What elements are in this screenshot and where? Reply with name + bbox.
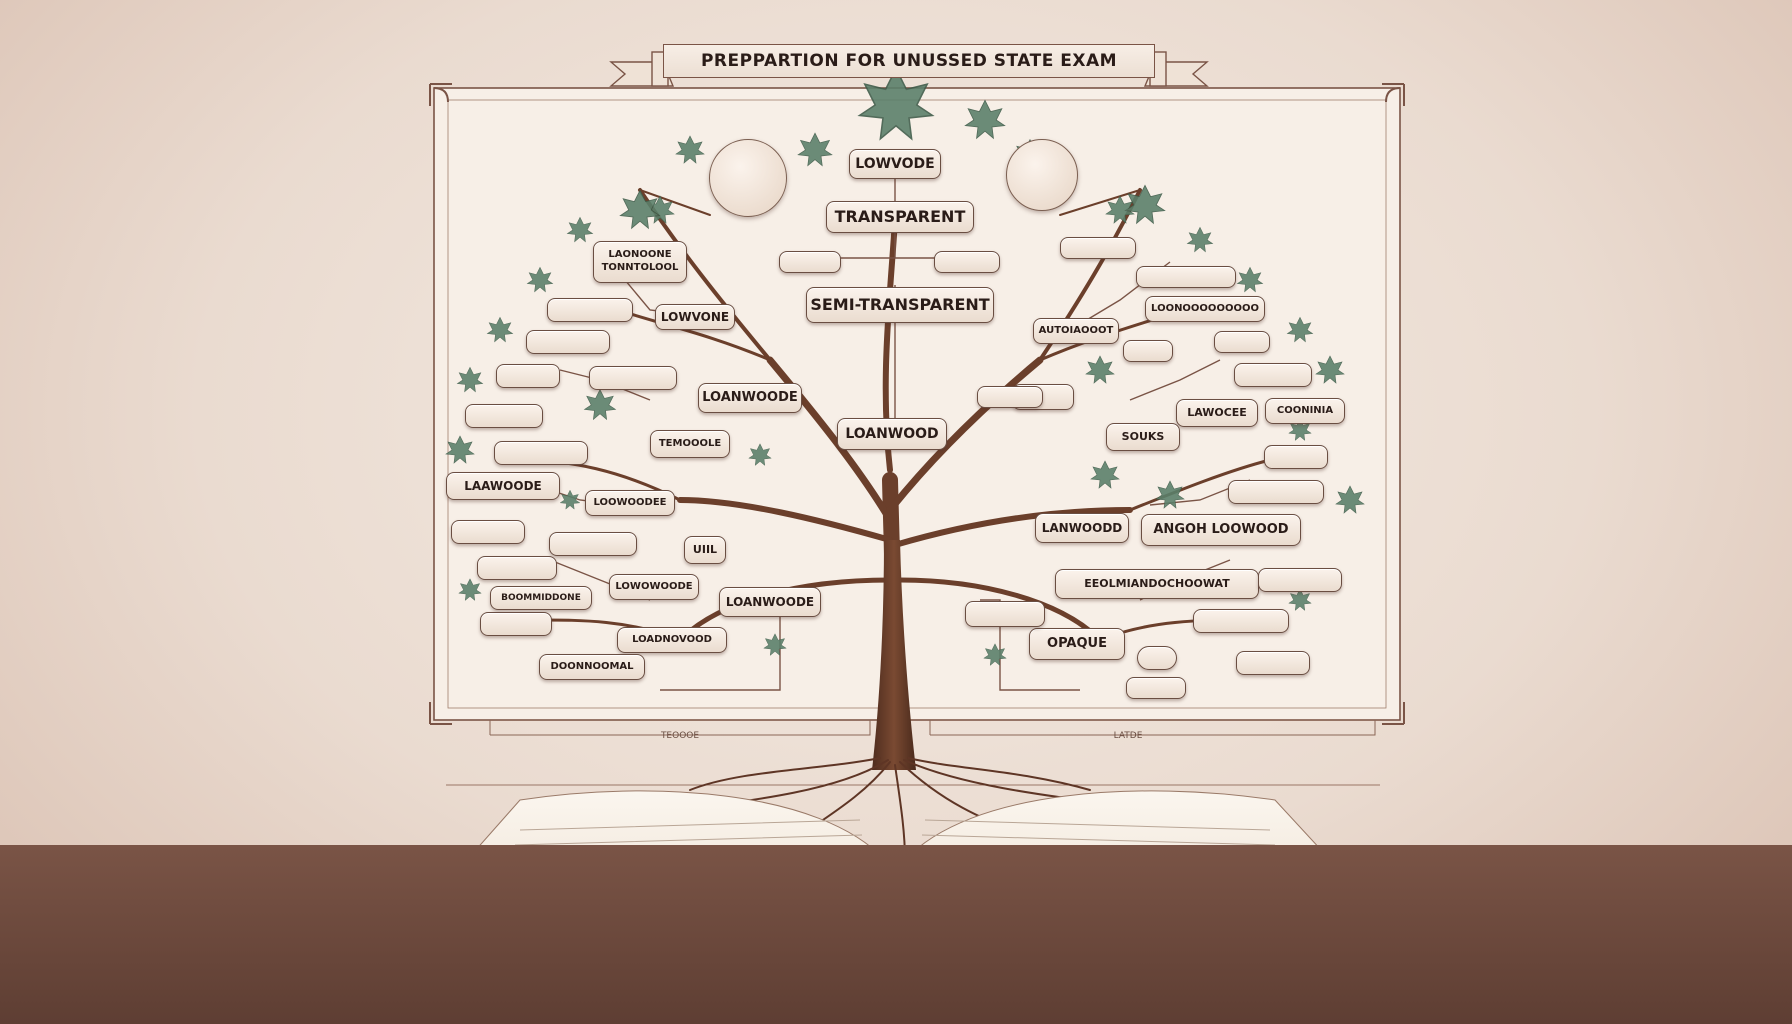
blank-box xyxy=(1236,651,1310,675)
blank-box xyxy=(1126,677,1186,699)
blank-box xyxy=(965,601,1045,627)
blank-box xyxy=(1060,237,1136,259)
label-right-5: LAWOCEE xyxy=(1176,399,1258,427)
label-left-1: LAONOONE TONNTOLOOL xyxy=(593,241,687,283)
bubble-right xyxy=(1006,139,1078,211)
label-right-9: LOONOOOOOOOOO xyxy=(1145,296,1265,322)
footer-bracket-right xyxy=(929,720,1376,736)
label-opaque: OPAQUE xyxy=(1029,628,1125,660)
blank-box xyxy=(477,556,557,580)
label-left-1-line1: LAONOONE xyxy=(608,249,672,260)
label-left-6: TEMOOOLE xyxy=(650,430,730,458)
blank-box xyxy=(977,386,1043,408)
table-surface xyxy=(0,845,1792,1024)
blank-box xyxy=(1264,445,1328,469)
blank-box xyxy=(480,612,552,636)
blank-box xyxy=(1137,646,1177,670)
label-left-5: LOANWOODE xyxy=(719,587,821,617)
label-mid-small: UIIL xyxy=(684,536,726,564)
label-loanwoode-mid: LOANWOODE xyxy=(698,383,802,413)
label-right-3: EEOLMIANDOCHOOWAT xyxy=(1055,569,1259,599)
label-right-2: ANGOH LOOWOOD xyxy=(1141,514,1301,546)
blank-box xyxy=(1258,568,1342,592)
blank-box xyxy=(779,251,841,273)
blank-box xyxy=(549,532,637,556)
blank-box xyxy=(1123,340,1173,362)
blank-box xyxy=(1214,331,1270,353)
label-right-1: LANWOODD xyxy=(1035,513,1129,543)
label-transparent: TRANSPARENT xyxy=(826,201,974,233)
tree-trunk xyxy=(872,540,916,770)
label-top: LOWVODE xyxy=(849,149,941,179)
footer-label-right: LATDE xyxy=(1113,731,1143,741)
label-lowvone: LOWVONE xyxy=(655,304,735,330)
label-right-6: COONINIA xyxy=(1265,398,1345,424)
label-left-7: LOADNOVOOD xyxy=(617,627,727,653)
blank-box xyxy=(1234,363,1312,387)
footer-bracket-left xyxy=(489,720,871,736)
blank-box xyxy=(496,364,560,388)
page-title: PREPPARTION FOR UNUSSED STATE EXAM xyxy=(663,44,1155,78)
blank-box xyxy=(451,520,525,544)
label-left-8: DOONNOOMAL xyxy=(539,654,645,680)
blank-box xyxy=(934,251,1000,273)
blank-box xyxy=(1193,609,1289,633)
blank-box xyxy=(1136,266,1236,288)
label-left-3: LOOWOODEE xyxy=(585,490,675,516)
label-right-7: SOUKS xyxy=(1106,423,1180,451)
label-left-2: LAAWOODE xyxy=(446,472,560,500)
blank-box xyxy=(589,366,677,390)
bubble-left xyxy=(709,139,787,217)
label-semi-transparent: SEMI-TRANSPARENT xyxy=(806,287,994,323)
blank-box xyxy=(465,404,543,428)
label-loanwood-center: LOANWOOD xyxy=(837,418,947,450)
corner-ornaments xyxy=(429,83,1405,725)
label-left-4: LOWOWOODE xyxy=(609,574,699,600)
label-right-8: AUTOIAOOOT xyxy=(1033,318,1119,344)
blank-box xyxy=(494,441,588,465)
blank-box xyxy=(526,330,610,354)
label-left-1-line2: TONNTOLOOL xyxy=(601,262,679,273)
blank-box xyxy=(1228,480,1324,504)
blank-box xyxy=(547,298,633,322)
label-left-9: BOOMMIDDONE xyxy=(490,586,592,610)
footer-label-left: TEOOOE xyxy=(660,731,700,741)
